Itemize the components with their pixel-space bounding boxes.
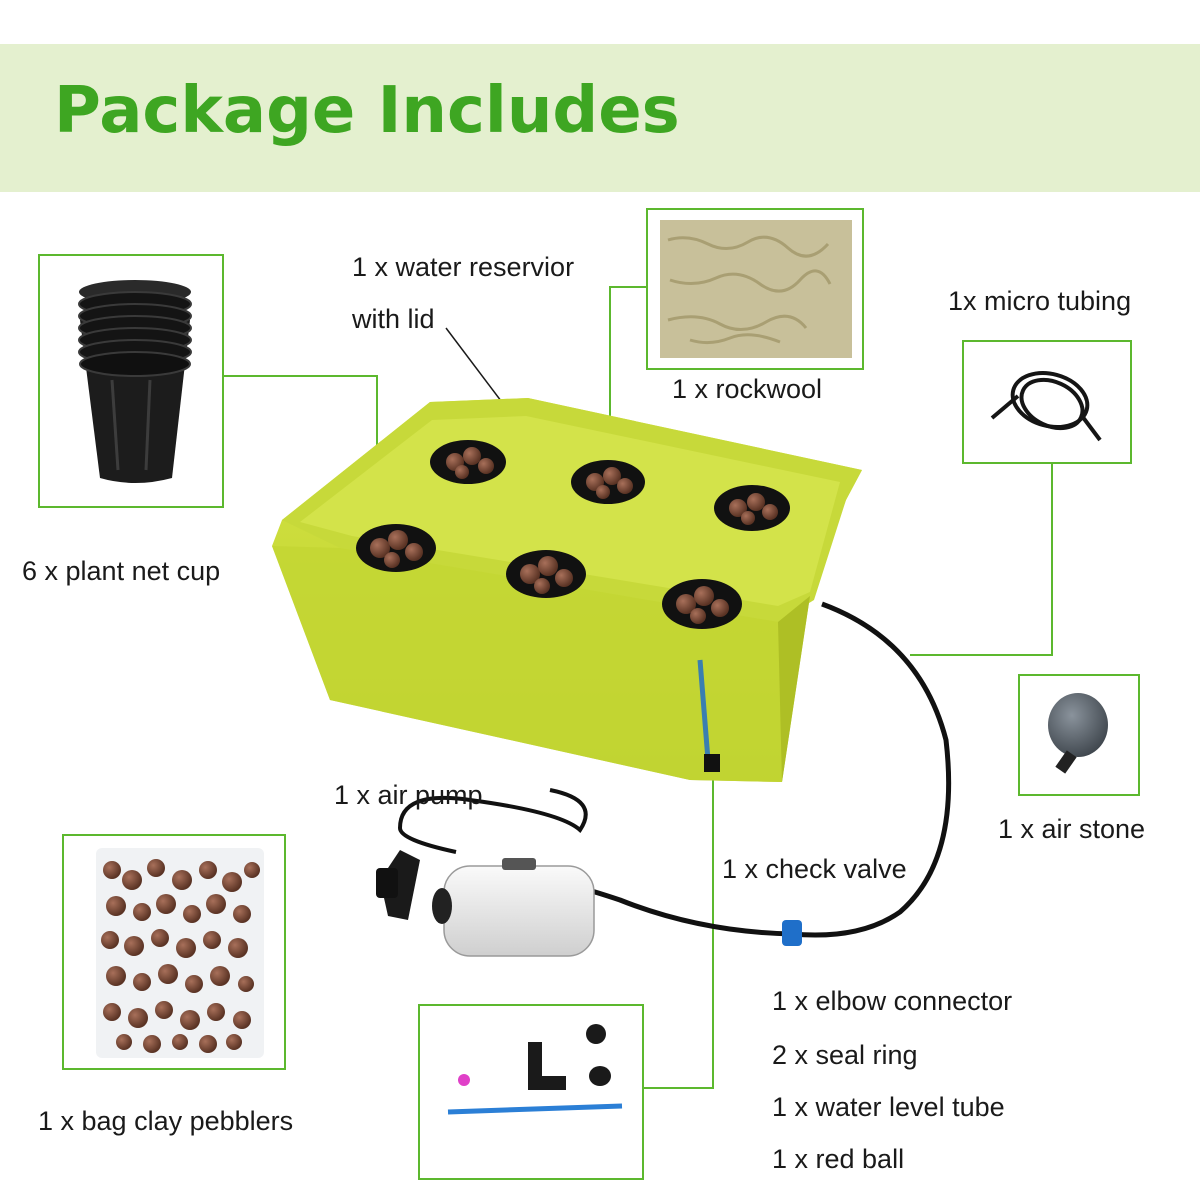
fittings-frame	[418, 1004, 644, 1180]
water-level-tube	[447, 1103, 623, 1115]
rockwool-slab	[660, 220, 852, 358]
seal-ring-2	[589, 1066, 611, 1086]
net-cups-stack	[78, 280, 192, 483]
air-pump	[376, 788, 595, 957]
clay-pebbles-bag	[96, 848, 264, 1058]
air-tubing-upper	[791, 601, 952, 938]
red-ball	[458, 1074, 470, 1086]
page-title: Package Includes	[54, 74, 680, 148]
red-ball-label: 1 x red ball	[772, 1144, 905, 1174]
water-reservoir	[272, 398, 862, 782]
seal-ring-label: 2 x seal ring	[772, 1040, 918, 1070]
check-valve-label: 1 x check valve	[722, 854, 907, 884]
micro-tubing-frame	[962, 340, 1132, 464]
elbow-connector	[528, 1042, 566, 1090]
elbow-connector-label: 1 x elbow connector	[772, 986, 1013, 1016]
fittings	[447, 1024, 623, 1115]
air-stone	[1048, 693, 1108, 774]
seal-ring-1	[586, 1024, 606, 1044]
check-valve	[782, 920, 802, 946]
reservoir-label-line1: 1 x water reservior	[352, 252, 575, 282]
title-banner	[0, 44, 1200, 192]
air-pump-label: 1 x air pump	[334, 780, 483, 810]
net-cup-label: 6 x plant net cup	[22, 556, 221, 586]
air-stone-label: 1 x air stone	[998, 814, 1146, 844]
micro-tubing-label: 1x micro tubing	[948, 286, 1132, 316]
lid-cups	[356, 440, 790, 629]
clay-pebbles-label: 1 x bag clay pebblers	[38, 1106, 294, 1136]
rockwool-label: 1 x rockwool	[672, 374, 823, 404]
micro-tubing-coil	[990, 371, 1102, 442]
water-level-tube-label: 1 x water level tube	[772, 1092, 1005, 1122]
reservoir-label-line2: with lid	[352, 304, 435, 334]
